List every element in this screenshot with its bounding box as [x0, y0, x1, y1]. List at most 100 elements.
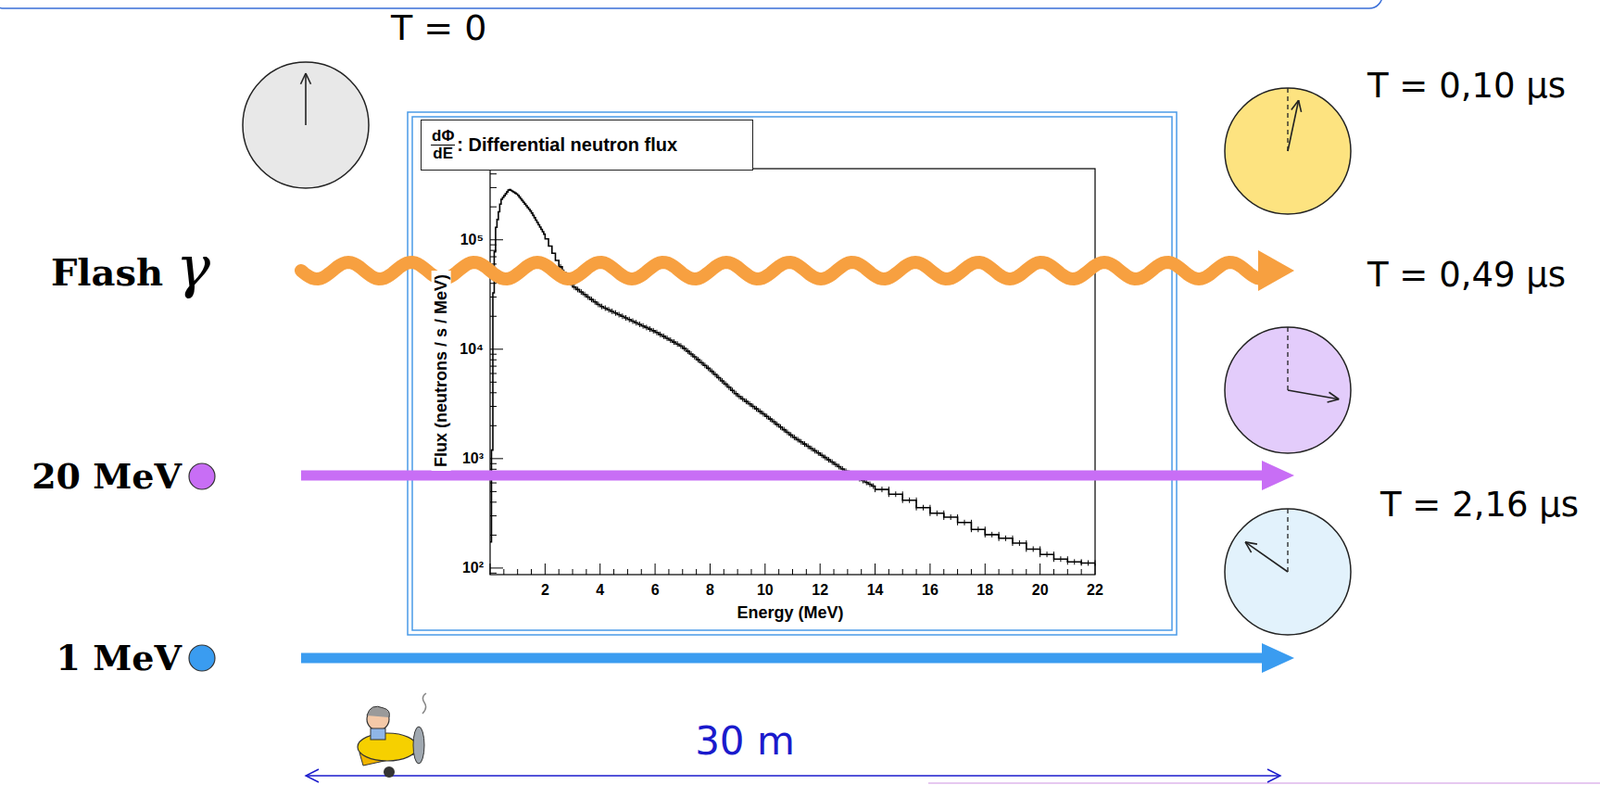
dimension-line — [305, 774, 1281, 776]
error-bar — [591, 296, 593, 303]
gamma-clock — [1224, 88, 1351, 215]
error-bar — [639, 321, 641, 328]
error-bar — [1005, 535, 1007, 542]
chart-title-box: dΦdE: Differential neutron flux — [420, 119, 754, 171]
error-cap — [1011, 540, 1013, 546]
axis-ticks — [490, 174, 1096, 575]
error-bar — [759, 408, 761, 415]
error-bar — [964, 519, 966, 526]
error-bar — [725, 380, 727, 387]
x-tick — [1025, 568, 1027, 575]
clock-hand-head — [1291, 100, 1299, 110]
error-bar — [814, 447, 816, 454]
y-axis-title: Flux (neutrons / s / MeV) — [431, 270, 452, 471]
error-cap — [1081, 559, 1083, 566]
y-tick — [490, 282, 497, 284]
error-bar — [977, 526, 979, 532]
error-bar — [752, 403, 754, 409]
error-bar — [629, 316, 630, 323]
clock-hand-head — [301, 73, 306, 85]
wheel — [383, 766, 395, 778]
y-tick — [490, 239, 504, 240]
denominator: dE — [432, 145, 454, 163]
error-bar — [731, 387, 733, 393]
error-bar — [922, 504, 924, 511]
y-tick-label: 10³ — [462, 450, 484, 467]
x-tick — [902, 568, 904, 575]
error-bar — [800, 439, 802, 445]
error-cap — [874, 486, 876, 492]
error-bar — [715, 371, 717, 378]
error-bar — [711, 368, 713, 375]
x-tick — [737, 568, 739, 575]
y-tick — [490, 173, 497, 175]
error-bar — [762, 411, 764, 417]
particle-label: 20 MeV — [31, 455, 182, 497]
error-bar — [594, 299, 596, 305]
error-bar — [950, 514, 952, 520]
dimension-arrowhead — [1267, 768, 1281, 782]
error-bar — [1073, 558, 1075, 565]
error-bar — [701, 359, 703, 366]
x-tick — [943, 568, 945, 575]
error-cap — [1095, 559, 1097, 566]
x-tick — [998, 568, 1000, 575]
error-bar — [693, 353, 695, 360]
x-tick-label: 12 — [811, 581, 829, 599]
x-tick — [572, 568, 574, 575]
error-bar — [783, 427, 785, 433]
error-bar — [797, 436, 799, 442]
x-tick — [984, 563, 986, 575]
slow-neutron-clock — [1224, 508, 1351, 635]
x-tick-label: 22 — [1086, 581, 1104, 599]
x-tick — [544, 563, 546, 575]
time-label: T = 0,10 μs — [1367, 66, 1566, 107]
x-tick — [599, 563, 601, 575]
error-bar — [683, 345, 685, 352]
y-tick — [490, 572, 497, 574]
error-bars — [560, 264, 1096, 567]
x-tick — [627, 568, 629, 575]
error-bar — [691, 351, 693, 357]
x-tick — [503, 568, 504, 575]
x-tick — [860, 568, 862, 575]
error-bar — [766, 413, 768, 419]
fraction: dΦdE — [430, 127, 455, 163]
error-bar — [707, 365, 709, 371]
gamma-symbol: γ — [176, 233, 211, 300]
y-tick — [490, 187, 497, 189]
x-tick — [1067, 568, 1069, 575]
x-tick — [1011, 568, 1013, 575]
error-cap — [1039, 551, 1041, 557]
time-label: T = 0,49 μs — [1367, 255, 1566, 296]
error-cap — [888, 486, 890, 492]
smoke-curl — [422, 692, 427, 714]
error-bar — [615, 310, 617, 316]
x-tick-label: 6 — [651, 581, 660, 599]
error-bar — [1087, 559, 1089, 566]
gamma-arrowhead — [1258, 250, 1295, 291]
error-bar — [824, 454, 826, 461]
error-bar — [587, 293, 589, 300]
x-tick-label: 16 — [921, 581, 939, 599]
error-bar — [828, 456, 830, 463]
time-label: T = 0 — [390, 8, 487, 50]
x-tick — [778, 568, 780, 575]
error-bar — [869, 481, 870, 488]
error-cap — [957, 514, 958, 520]
x-tick-label: 10 — [756, 581, 774, 599]
error-bar — [618, 311, 620, 317]
neutron-20mev-dot — [188, 463, 215, 490]
error-bar — [604, 304, 606, 311]
x-tick-label: 20 — [1032, 581, 1049, 599]
pilot-hair — [366, 705, 390, 718]
error-bar — [745, 398, 747, 404]
x-tick-label: 8 — [705, 581, 715, 599]
flux-curve — [490, 189, 1096, 564]
x-tick — [792, 568, 794, 575]
error-bar — [769, 415, 771, 422]
time-label: T = 2,16 μs — [1380, 485, 1579, 526]
neutron-1mev-dot — [188, 644, 215, 671]
error-bar — [601, 303, 603, 310]
